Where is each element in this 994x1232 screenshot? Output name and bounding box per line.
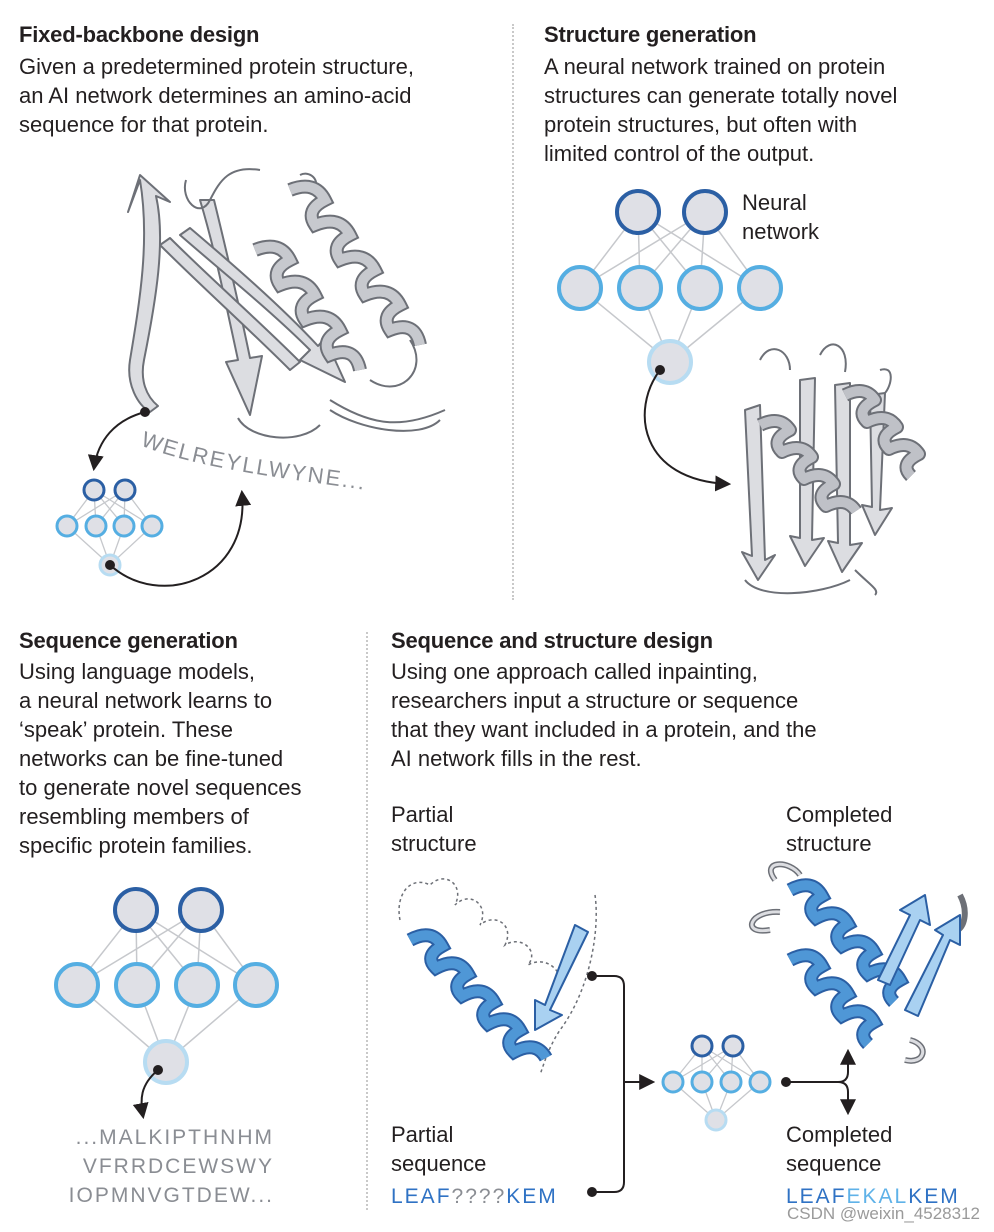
completed-structure-graphic (748, 861, 968, 1064)
structure-generation-arrow (643, 365, 732, 492)
sequence-generation-description: Using language models, a neural network … (19, 659, 302, 858)
completed-seq-known-end: KEM (908, 1185, 960, 1208)
structure-generation-network (557, 189, 783, 385)
fixed-backbone-title: Fixed-backbone design (19, 22, 260, 47)
partial-sequence-text: LEAF????KEM (391, 1182, 558, 1211)
sequence-generation-arrow (132, 1065, 163, 1120)
partial-structure-label: Partial structure (391, 802, 477, 856)
partial-structure-graphic (398, 878, 597, 1076)
completed-seq-filled: EKAL (846, 1185, 909, 1208)
watermark: CSDN @weixin_4528312 (786, 1204, 980, 1223)
inpainting-network (661, 1034, 772, 1132)
completed-sequence-text: LEAFEKALKEM (786, 1182, 960, 1211)
seq-struct-design-description: Using one approach called inpainting, re… (391, 659, 817, 771)
fixed-backbone-arrows (87, 407, 252, 587)
completed-seq-known-start: LEAF (786, 1185, 847, 1208)
seq-struct-design-title: Sequence and structure design (391, 628, 713, 653)
fixed-backbone-helices (252, 179, 427, 372)
partial-seq-known-end: KEM (506, 1185, 558, 1208)
partial-seq-unknown: ???? (451, 1185, 507, 1208)
structure-generation-description: A neural network trained on protein stru… (544, 54, 898, 166)
generated-sequence-text: ...MALKIPTHNHM VFRRDCEWSWY IOPMNVGTDEW..… (68, 1126, 274, 1207)
vertical-divider-bottom (366, 632, 368, 1210)
inpainting-flow-arrows (587, 971, 856, 1197)
vertical-divider-top (512, 24, 514, 600)
sequence-generation-title: Sequence generation (19, 628, 238, 653)
completed-structure-label: Completed structure (786, 802, 893, 856)
structure-generation-title: Structure generation (544, 22, 757, 47)
partial-sequence-label: Partial sequence (391, 1122, 487, 1176)
sequence-generation-network (54, 887, 279, 1085)
completed-sequence-label: Completed sequence (786, 1122, 893, 1176)
partial-seq-known-start: LEAF (391, 1185, 452, 1208)
fixed-backbone-description: Given a predetermined protein structure,… (19, 54, 414, 137)
generated-protein-structure (741, 343, 926, 596)
neural-network-label: Neural network (742, 190, 820, 244)
fixed-backbone-sequence-curve: WELREYLLWYNE... (138, 426, 368, 494)
fixed-backbone-protein (127, 168, 446, 439)
